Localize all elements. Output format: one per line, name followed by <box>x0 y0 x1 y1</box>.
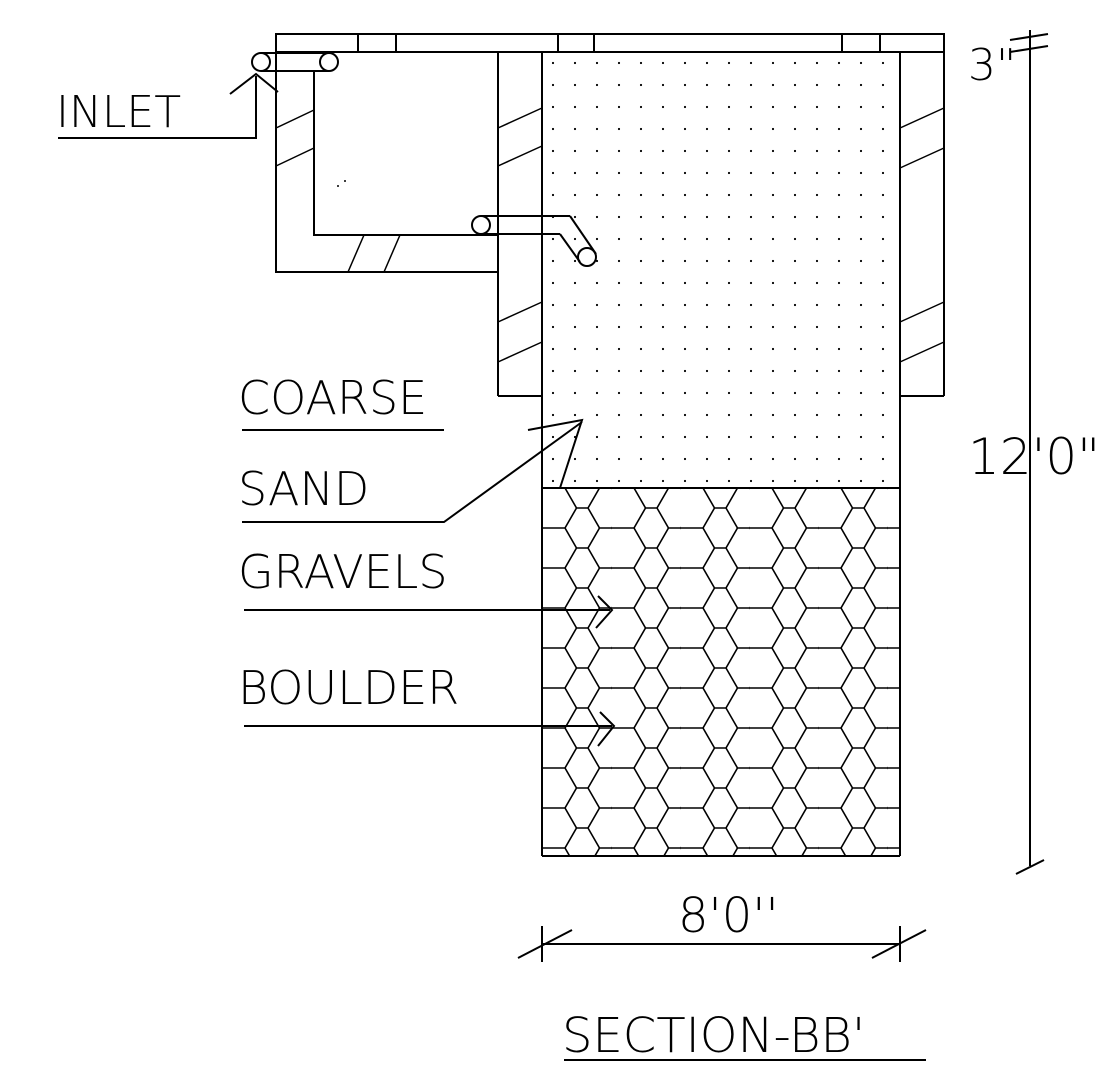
pit-walls <box>497 52 945 856</box>
coarse-sand-callout: COARSE SAND <box>238 371 584 523</box>
silt-chamber <box>275 52 499 396</box>
width-label: 8'0'' <box>678 888 779 944</box>
gravels-label: GRAVELS <box>238 545 448 599</box>
inlet-pipe <box>251 52 339 72</box>
depth-dimension: 3" 12'0" <box>968 30 1100 875</box>
coarse-label: COARSE <box>238 371 427 425</box>
section-title-label: SECTION-BB' <box>562 1008 865 1064</box>
boulder-callout: BOULDER <box>238 661 616 747</box>
depth-label: 12'0" <box>968 428 1100 486</box>
cover-slab <box>275 33 945 53</box>
coarse-sand-fill <box>543 53 899 487</box>
boulder-label: BOULDER <box>238 661 459 715</box>
inlet-callout: INLET <box>56 72 279 139</box>
inlet-label: INLET <box>56 87 181 138</box>
width-dimension: 8'0'' <box>517 888 927 962</box>
outlet-pipe <box>471 215 597 267</box>
gravel-boulder-fill <box>542 487 900 857</box>
section-title: SECTION-BB' <box>562 1008 926 1064</box>
sand-label: SAND <box>238 462 369 516</box>
cover-thickness-label: 3" <box>968 40 1016 91</box>
gravels-callout: GRAVELS <box>238 545 614 629</box>
